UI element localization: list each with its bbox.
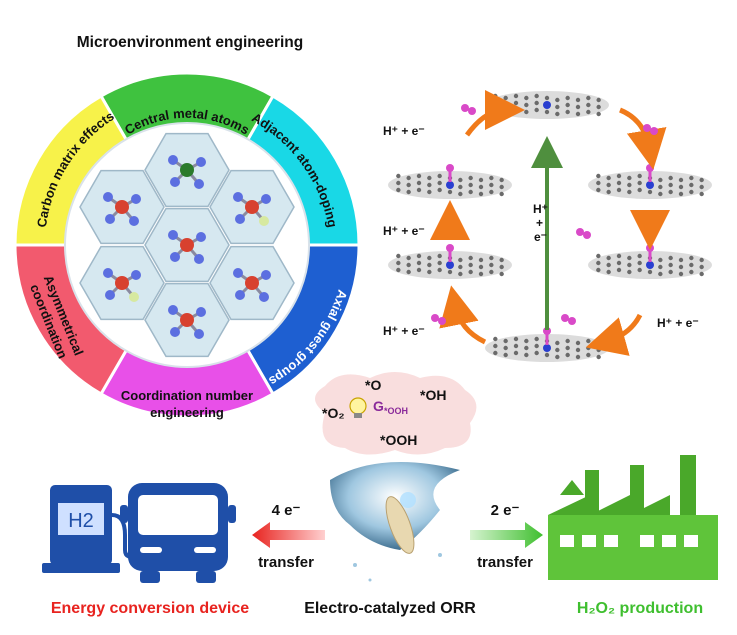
center-caption: Electro-catalyzed ORR	[304, 600, 476, 617]
right-electrons: 2 e⁻	[491, 502, 520, 519]
catalyst-sheet	[485, 334, 609, 362]
segment-label-coordination-1: Coordination number	[121, 388, 253, 403]
bottom-illustration: H2 4 e⁻ transfer 2 e⁻ transfer	[42, 455, 718, 583]
page-title: Microenvironment engineering	[76, 34, 304, 51]
left-electrons: 4 e⁻	[272, 502, 301, 519]
intermediate-ooh: *OOH	[380, 432, 417, 448]
right-caption: H₂O₂ production	[576, 600, 704, 617]
microenvironment-wheel: Central metal atoms Adjacent atom-doping…	[13, 71, 361, 420]
oxygen-molecule-icon	[643, 124, 658, 135]
orr-catalytic-cycle: H⁺ + e⁻ H⁺ + e⁻ H⁺ + e⁻ H⁺ + e⁻ H⁺ + e⁻	[383, 90, 712, 362]
step-label-4: H⁺ + e⁻	[657, 316, 699, 330]
h2-label: H2	[68, 510, 94, 532]
left-caption: Energy conversion device	[50, 600, 250, 617]
intermediate-o2: *O₂	[322, 405, 345, 421]
step-label-3: H⁺ + e⁻	[383, 324, 425, 338]
catalyst-sheet	[388, 251, 512, 279]
left-arrow-icon	[252, 522, 325, 548]
segment-label-coordination-2: engineering	[150, 405, 224, 420]
intermediates-cloud: *O *OH *O₂ *OOH G *OOH	[315, 372, 477, 455]
g-subscript: *OOH	[384, 406, 408, 416]
catalyst-splash-image	[330, 462, 460, 582]
center-plus: +	[536, 216, 543, 230]
lightbulb-icon	[349, 397, 367, 415]
right-transfer: transfer	[477, 554, 533, 571]
right-arrow-icon	[470, 522, 543, 548]
oxygen-molecule-icon	[561, 314, 576, 325]
bus-icon	[120, 483, 236, 583]
left-transfer: transfer	[258, 554, 314, 571]
hydrogen-station-icon: H2	[42, 485, 133, 573]
step-label-2: H⁺ + e⁻	[383, 224, 425, 238]
intermediate-o: *O	[365, 377, 381, 393]
step-label-1: H⁺ + e⁻	[383, 124, 425, 138]
center-h: H⁺	[533, 202, 548, 216]
factory-icon	[548, 455, 718, 580]
oxygen-molecule-icon	[461, 104, 476, 115]
g-label: G	[373, 398, 384, 414]
center-e: e⁻	[534, 230, 547, 244]
oxygen-molecule-icon	[576, 228, 591, 239]
catalyst-sheet	[588, 171, 712, 199]
catalyst-sheet	[485, 91, 609, 119]
intermediate-oh: *OH	[420, 387, 446, 403]
oxygen-molecule-icon	[431, 314, 446, 325]
